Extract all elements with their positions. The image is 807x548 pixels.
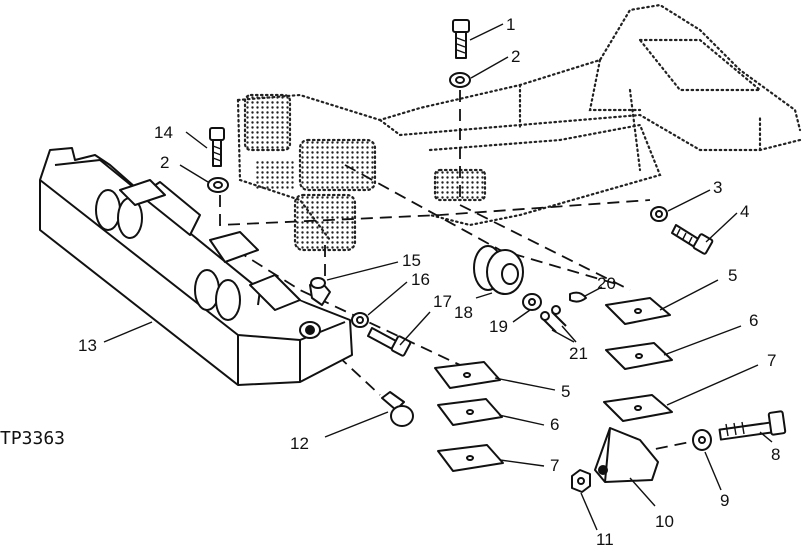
- shim-right-5: [605, 297, 671, 325]
- callout-7-right: 7: [767, 351, 776, 370]
- callout-4: 4: [740, 202, 749, 221]
- callout-12: 12: [290, 434, 309, 453]
- bolt-mid: [367, 327, 412, 357]
- callout-1: 1: [506, 15, 515, 34]
- callout-7-left: 7: [550, 456, 559, 475]
- callout-20: 20: [597, 274, 616, 293]
- nut-11: [571, 469, 591, 493]
- callout-8: 8: [771, 445, 780, 464]
- frame-brackets: [243, 93, 487, 252]
- pin: [309, 277, 331, 306]
- wedge-block: [594, 427, 659, 483]
- callout-9: 9: [720, 491, 729, 510]
- cap-screw-left: [209, 127, 225, 167]
- callout-13: 13: [78, 336, 97, 355]
- shim-right-7: [603, 394, 673, 422]
- leader-lines: [103, 23, 773, 531]
- isolator-mount: [473, 245, 524, 295]
- cap-screw-top: [452, 19, 470, 59]
- cap-screw-right: [671, 224, 714, 255]
- shim-left-5: [434, 361, 501, 389]
- callout-10: 10: [655, 512, 674, 531]
- pins-21: [540, 305, 567, 333]
- callout-15: 15: [402, 251, 421, 270]
- callout-16: 16: [411, 270, 430, 289]
- callout-19: 19: [489, 317, 508, 336]
- callout-11: 11: [596, 530, 614, 548]
- callout-5-left: 5: [561, 382, 570, 401]
- figure-id: TP3363: [0, 428, 65, 449]
- callout-17: 17: [433, 292, 452, 311]
- callout-6-right: 6: [749, 311, 758, 330]
- shim-left-7: [437, 444, 504, 472]
- track-roller-frame: [39, 147, 353, 386]
- callout-2-top: 2: [511, 47, 520, 66]
- callout-21: 21: [569, 344, 588, 363]
- callout-18: 18: [454, 303, 473, 322]
- shim-left-6: [437, 398, 503, 426]
- bushing-12: [381, 391, 414, 427]
- callout-2-left: 2: [160, 153, 169, 172]
- shim-right-6: [605, 342, 673, 370]
- callout-3: 3: [713, 178, 722, 197]
- callout-labels: 1 2 14 2 3 4 15 16 17 18 19 20 21 5 6 7 …: [0, 15, 780, 548]
- callout-14: 14: [154, 123, 173, 142]
- callout-5-right: 5: [728, 266, 737, 285]
- callout-6-left: 6: [550, 415, 559, 434]
- bolt-8: [718, 410, 787, 441]
- clip-20: [569, 291, 587, 303]
